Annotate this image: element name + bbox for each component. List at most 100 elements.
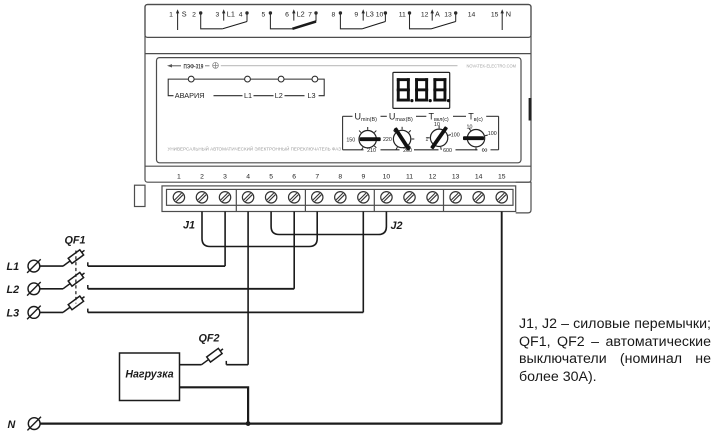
contact-common-wire	[339, 14, 363, 30]
terminal-number: 8	[338, 174, 342, 181]
knob-section: Umin(В)150210Umax(В)220260Tвкл(с)1011006…	[342, 111, 500, 155]
contact-phase-label: L1	[227, 10, 235, 19]
terminal-number: 14	[475, 174, 483, 181]
screw-terminal	[310, 191, 324, 204]
led-l2	[277, 75, 285, 83]
wiring: Нагрузка L1 L2 L3 N QF1 QF2 J1 J2	[7, 211, 503, 431]
contact-number: 2	[192, 11, 196, 18]
contact-common-wire	[408, 14, 432, 30]
contact-blade	[362, 20, 386, 30]
contact-number: 11	[399, 11, 406, 18]
contact-blade	[431, 20, 456, 30]
knob-scale-left: 1	[425, 137, 428, 143]
screw-terminal	[357, 191, 370, 204]
terminal-screws	[172, 191, 509, 204]
supply-terminal-icon	[26, 416, 42, 431]
knob-scale-top: 10	[467, 125, 473, 131]
load-label: Нагрузка	[125, 369, 173, 381]
knob-scale-bottom: 600	[443, 148, 452, 154]
knob-u-max	[392, 126, 415, 151]
contact-dot	[407, 11, 412, 15]
screw-terminal	[264, 191, 278, 204]
screw-terminal	[334, 191, 347, 204]
knob-pointer	[463, 136, 484, 141]
led-label-l2: L2	[275, 91, 283, 100]
knob-label: Umax(В)	[389, 111, 413, 123]
front-panel-outline	[155, 56, 522, 164]
knob-dial	[392, 129, 412, 149]
led-l1	[244, 75, 251, 83]
breaker-qf1	[62, 248, 89, 314]
knob-label: Umin(В)	[355, 111, 378, 123]
terminal-number: 15	[498, 174, 506, 181]
contact-band-outline	[144, 3, 532, 39]
contact-number: 8	[332, 11, 336, 18]
contact-number: 13	[444, 11, 452, 18]
terminal-number: 11	[406, 174, 413, 181]
terminal-number: 4	[246, 174, 250, 181]
terminal-block-inner	[165, 188, 514, 206]
knob-scale-right: 100	[451, 133, 460, 139]
screw-terminal	[380, 191, 393, 204]
breaker-qf1-label: QF1	[65, 235, 86, 247]
display-decimal-point	[410, 99, 414, 103]
knob-scale-bottom: ∞	[481, 145, 487, 155]
knob-pointer	[359, 137, 381, 142]
terminal-block-dividers	[235, 189, 445, 212]
contact-dot	[268, 11, 273, 15]
screw-terminal	[287, 191, 301, 204]
knob-label: Tвкл(с)	[429, 111, 449, 123]
display-digit	[433, 78, 447, 102]
knob-scale-left: 150	[346, 137, 355, 143]
logo-row: ПЭФ-319 NOVATEK-ELECTRO.COM	[167, 62, 517, 70]
din-clip-left	[133, 184, 146, 208]
display-digit	[396, 78, 410, 102]
terminal-number: 13	[452, 174, 460, 181]
terminal-number: 5	[269, 174, 273, 181]
terminal-block-outline	[161, 185, 517, 213]
led-label-l1: L1	[244, 91, 252, 100]
contact-dot	[454, 11, 458, 15]
logo-globe-icon	[212, 62, 219, 69]
contact-common-wire	[200, 14, 223, 30]
jumper-j1-wire	[201, 211, 318, 248]
device-housing	[133, 3, 532, 214]
load-box	[118, 352, 181, 402]
knob-scale-top: 10	[434, 122, 440, 128]
screw-terminal	[195, 191, 209, 204]
note-line-3: выключатели (номинал не	[519, 351, 711, 367]
terminal-number: 10	[383, 174, 391, 181]
knob-scale-bottom: 260	[403, 148, 412, 154]
contact-number: 9	[354, 11, 358, 18]
contact-number: 1	[169, 11, 173, 18]
knob-label: Tв(с)	[468, 111, 483, 123]
contact-number: 12	[421, 11, 429, 18]
display-digit	[415, 78, 429, 102]
brand-label: ПЭФ-319	[184, 63, 204, 70]
led-legend	[167, 75, 325, 97]
terminal-number: 12	[429, 174, 437, 181]
contact-number: 7	[308, 11, 312, 18]
contact-number: 4	[239, 11, 243, 18]
logo-arrow-icon	[167, 64, 172, 68]
contact-number: 6	[285, 11, 289, 18]
terminal-number: 3	[223, 174, 227, 181]
device-body-outline	[144, 3, 532, 183]
led-label-l3: L3	[307, 91, 315, 100]
led-l3	[311, 75, 319, 83]
knob-scale-bottom: 210	[367, 148, 376, 154]
knob-scale-right: 100	[488, 131, 497, 137]
phase-l3-label: L3	[7, 307, 20, 319]
contact-phase-label: L2	[297, 10, 305, 19]
panel-caption: УНИВЕРСАЛЬНЫЙ АВТОМАТИЧЕСКИЙ ЭЛЕКТРОННЫЙ…	[168, 145, 342, 153]
terminal-number: 9	[361, 174, 365, 181]
terminal-numbers: 1122334455667788991010111112121313141415…	[169, 11, 506, 180]
site-label: NOVATEK-ELECTRO.COM	[467, 63, 517, 69]
din-latch-bar	[528, 98, 532, 121]
supply-terminal-icon	[26, 305, 42, 320]
screw-terminal	[403, 191, 416, 204]
wire-load-neutral	[179, 386, 250, 424]
neutral-label: N	[8, 419, 16, 431]
contact-blade-closed	[292, 20, 317, 30]
